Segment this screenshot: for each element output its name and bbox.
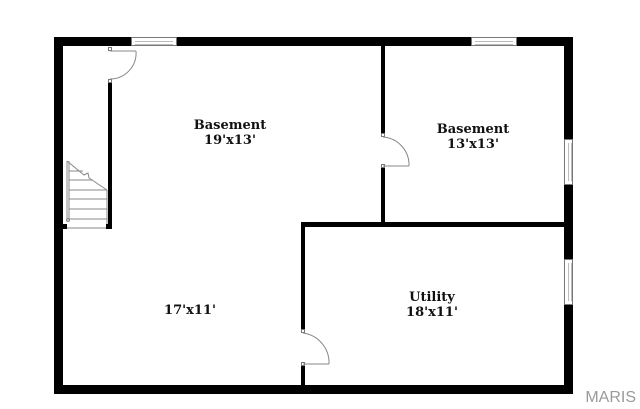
outer-wall-right [564, 37, 573, 394]
outer-wall-top [54, 37, 573, 46]
outer-wall-left [54, 37, 63, 394]
door-stair-entry [109, 50, 137, 80]
stair-base-right [106, 224, 112, 229]
room-dimensions: 17'x11' [164, 303, 216, 318]
outer-wall-bottom [54, 385, 573, 394]
utility-top-wall [301, 222, 565, 227]
door-utility [302, 332, 330, 365]
basement-divider-wall-lower [381, 168, 385, 226]
window-top-left [131, 37, 177, 46]
door-basement-right [382, 136, 410, 167]
window-right-upper [564, 139, 573, 185]
basement-divider-wall-upper [381, 46, 385, 133]
watermark-logo: MARIS [585, 389, 636, 406]
utility-left-wall-upper [301, 222, 305, 332]
room-name: Basement [193, 118, 267, 133]
room-dimensions: 18'x11' [406, 305, 458, 320]
room-label-lower-left: 17'x11' [130, 303, 250, 318]
room-dimensions: 19'x13' [204, 133, 256, 148]
room-label-basement-right: Basement 13'x13' [413, 122, 533, 152]
window-top-right [471, 37, 517, 46]
stair-wall [108, 83, 112, 228]
staircase [63, 160, 112, 229]
room-label-utility: Utility 18'x11' [372, 290, 492, 320]
door-jamb [381, 133, 385, 137]
stair-base-left [63, 224, 67, 229]
room-name: Utility [409, 290, 455, 305]
window-right-lower [564, 259, 573, 305]
room-label-basement-main: Basement 19'x13' [170, 118, 290, 148]
room-name: Basement [436, 122, 510, 137]
room-dimensions: 13'x13' [447, 137, 499, 152]
door-jamb [301, 329, 305, 333]
utility-left-wall-lower [301, 366, 305, 386]
